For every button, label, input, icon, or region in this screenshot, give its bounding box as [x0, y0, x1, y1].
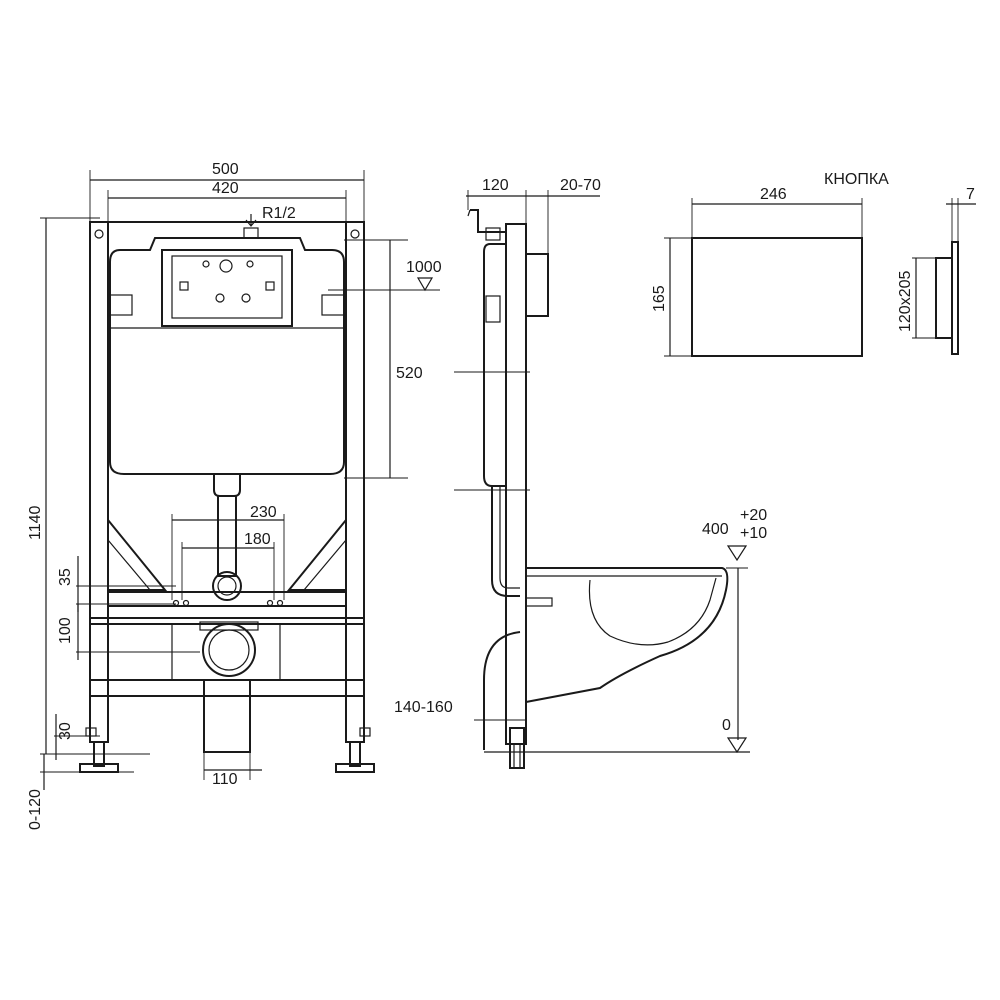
flush-valve-icon [219, 259, 233, 273]
dim-cutout: 120x205 [897, 271, 914, 332]
right-brace-inner [303, 539, 347, 591]
right-foot-rod [349, 741, 361, 767]
dim-bowl-tol-plus10: +10 [740, 525, 767, 542]
toilet-bowl [525, 567, 729, 703]
stud-hole [172, 599, 180, 607]
side-drain-curve [483, 631, 521, 750]
flush-pipe [217, 495, 237, 577]
side-flush-pipe [491, 486, 520, 597]
right-foot-plate [335, 763, 375, 773]
dim-drain-height: 140-160 [394, 699, 453, 716]
left-mount-hole [94, 229, 104, 239]
flush-button-plate [691, 237, 863, 357]
dim-water-inlet: R1/2 [262, 205, 296, 222]
level-marker-icon [416, 277, 434, 292]
water-inlet [243, 227, 259, 239]
left-brace [107, 519, 168, 591]
dim-height-total: 1140 [27, 505, 44, 540]
dim-floor-zero: 0 [722, 717, 731, 734]
side-view: 400 +20 +10 0 120 20-70 140-160 [394, 177, 767, 769]
flush-opening-outer [161, 249, 293, 327]
bracket-icon [265, 281, 275, 291]
side-frame-post [505, 223, 527, 745]
bowl-inner [588, 577, 717, 646]
tank-right-clip [321, 294, 345, 316]
side-flush-box [525, 253, 549, 317]
dim-bowl-tol-plus20: +20 [740, 507, 767, 524]
right-frame-post [345, 221, 365, 743]
inlet-arrow-icon [245, 214, 257, 227]
dim-wall-range: 20-70 [560, 177, 601, 194]
bracket-icon [179, 281, 189, 291]
bottom-crossbar [89, 679, 365, 697]
left-frame-post [89, 221, 109, 743]
side-foot [509, 727, 525, 769]
front-view: R1/2 500 [27, 161, 442, 830]
side-cistern [483, 243, 506, 487]
dim-stud-spacing-inner: 180 [244, 531, 271, 548]
right-mount-hole [350, 229, 360, 239]
stud-mounting-bar [107, 591, 347, 607]
dim-width-inner: 420 [212, 180, 239, 197]
dim-button-height: 165 [651, 285, 668, 312]
bracket-clip [485, 227, 501, 241]
left-brace-inner [107, 539, 151, 591]
screw-hole-icon [202, 260, 210, 268]
dim-foot-height: 30 [57, 722, 74, 740]
stud-hole [276, 599, 284, 607]
cistern-tank [109, 237, 345, 475]
dim-button-width: 246 [760, 186, 787, 203]
dim-bowl-height: 400 [702, 521, 729, 538]
flush-opening-inner [171, 255, 283, 319]
dim-depth: 120 [482, 177, 509, 194]
dim-drain-width: 110 [212, 771, 238, 788]
right-foot-screw [359, 727, 371, 737]
dim-width-outer: 500 [212, 161, 239, 178]
dim-stud-height: 35 [57, 568, 74, 586]
dim-stud-spacing-outer: 230 [250, 504, 277, 521]
button-title: КНОПКА [824, 171, 889, 188]
side-clip [485, 295, 501, 323]
dim-tank-height: 520 [396, 365, 423, 382]
dim-flush-level: 1000 [406, 259, 442, 276]
screw-hole-icon [215, 293, 225, 303]
drain-outer [202, 623, 256, 677]
screw-hole-icon [241, 293, 251, 303]
dim-thickness: 7 [966, 186, 975, 203]
tank-left-clip [109, 294, 133, 316]
button-side-body [935, 257, 953, 339]
flush-outlet-outer [212, 571, 242, 601]
wall-bracket [470, 209, 506, 233]
dim-drain-offset: 100 [57, 617, 74, 644]
floor-level-marker-icon [726, 737, 748, 754]
screw-hole-icon [246, 260, 254, 268]
flush-pipe-top [213, 474, 241, 497]
dim-foot-adjust: 0-120 [27, 789, 44, 830]
drain-pipe [203, 679, 251, 753]
stud-hole [266, 599, 274, 607]
drain-top-clamp [199, 621, 259, 631]
button-view: КНОПКА 246 165 120x205 7 [651, 171, 976, 357]
drain-inner [208, 629, 250, 671]
side-stud [525, 597, 553, 607]
bowl-level-marker-icon [726, 545, 748, 562]
right-brace [286, 519, 347, 591]
stud-hole [182, 599, 190, 607]
flush-outlet-inner [217, 576, 237, 596]
